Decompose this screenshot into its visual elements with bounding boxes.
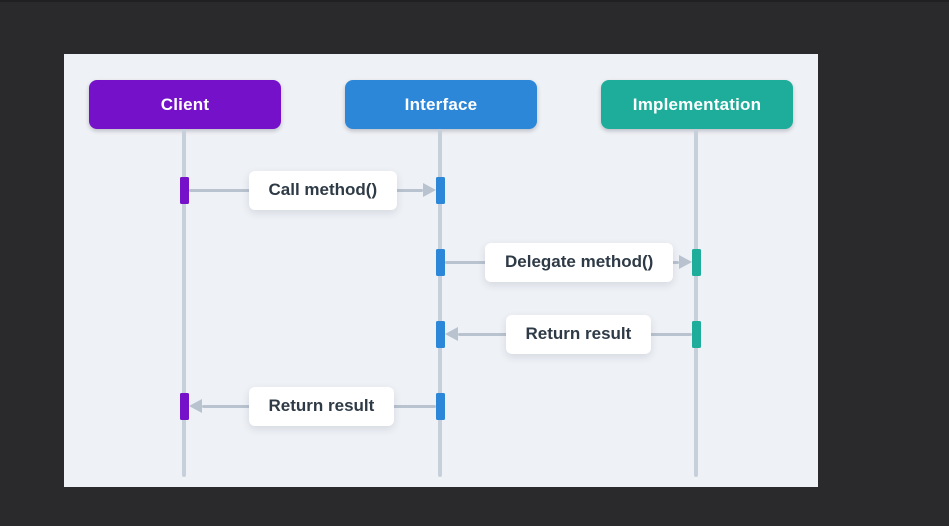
activation-bar-impl-1 — [691, 249, 701, 276]
activation-bar-interface-1 — [435, 177, 445, 204]
message-label: Call method() — [248, 170, 398, 210]
actor-box-interface: Interface — [345, 80, 537, 129]
message-label: Return result — [505, 314, 652, 354]
diagram-canvas: Client Interface Implementation Call met… — [64, 54, 818, 487]
message-label: Delegate method() — [485, 242, 674, 282]
activation-bar-client-2 — [179, 393, 189, 420]
actor-box-client: Client — [89, 80, 281, 129]
actor-label-client: Client — [160, 94, 210, 114]
actor-label-implementation: Implementation — [632, 94, 762, 114]
activation-bar-interface-4 — [435, 393, 445, 420]
screen-top-edge — [0, 0, 949, 2]
activation-bar-client-1 — [179, 177, 189, 204]
lifeline-client — [182, 129, 186, 477]
message-label: Return result — [248, 386, 395, 426]
activation-bar-interface-2 — [435, 249, 445, 276]
arrow-right-icon — [422, 183, 436, 197]
actor-label-interface: Interface — [404, 94, 478, 114]
arrow-left-icon — [188, 399, 202, 413]
actor-box-implementation: Implementation — [601, 80, 793, 129]
activation-bar-impl-2 — [691, 321, 701, 348]
activation-bar-interface-3 — [435, 321, 445, 348]
lifeline-implementation — [694, 129, 698, 477]
arrow-left-icon — [444, 327, 458, 341]
lifeline-interface — [438, 129, 442, 477]
arrow-right-icon — [678, 255, 692, 269]
